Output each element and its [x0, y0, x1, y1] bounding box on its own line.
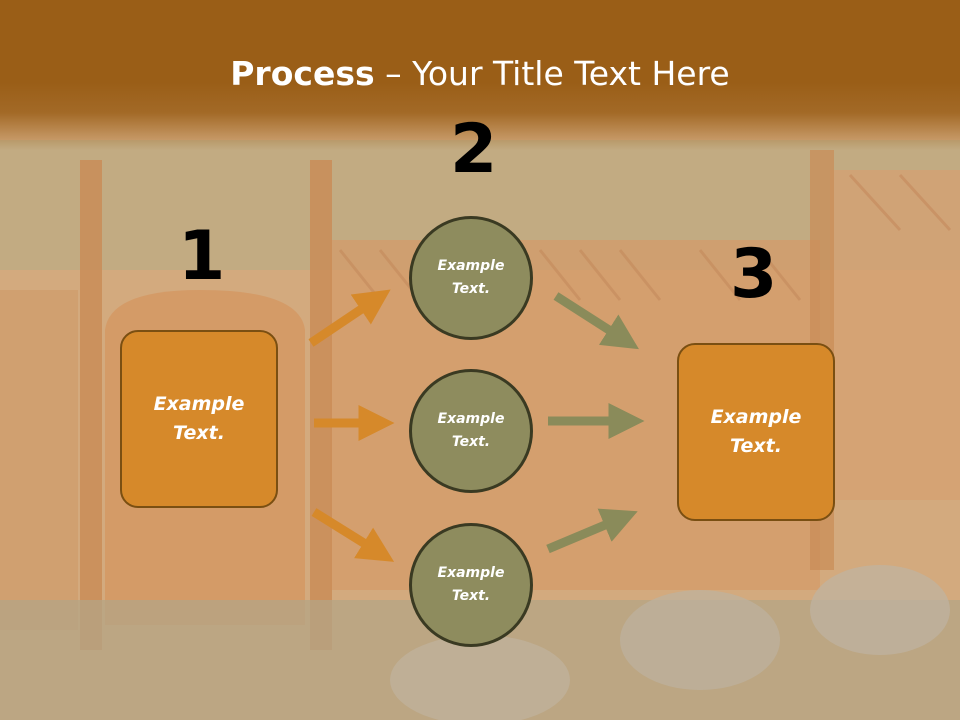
circle-bottom-text: Example Text. [437, 565, 505, 604]
step-2-circle-bottom: Example Text. [409, 523, 533, 647]
step-1-text: Example Text. [153, 393, 245, 444]
step-2-circle-top: Example Text. [409, 216, 533, 340]
step-3-text: Example Text. [710, 406, 802, 457]
title-bold: Process [230, 54, 375, 93]
arrow-top-to-3 [553, 292, 639, 350]
step-number-3: 3 [730, 235, 778, 314]
arrow-1-to-bottom [311, 508, 395, 562]
step-number-2: 2 [450, 110, 498, 189]
title-rest: – Your Title Text Here [374, 54, 730, 93]
title-bar [0, 0, 960, 150]
step-number-1: 1 [178, 217, 226, 296]
circle-top-text: Example Text. [437, 258, 505, 297]
arrow-bottom-to-3 [546, 508, 638, 554]
step-3-box: Example Text. [677, 343, 835, 521]
page-title: Process – Your Title Text Here [0, 52, 960, 96]
step-1-box: Example Text. [120, 330, 278, 508]
step-2-circle-middle: Example Text. [409, 369, 533, 493]
arrow-1-to-top [308, 289, 391, 347]
circle-middle-text: Example Text. [437, 411, 505, 450]
